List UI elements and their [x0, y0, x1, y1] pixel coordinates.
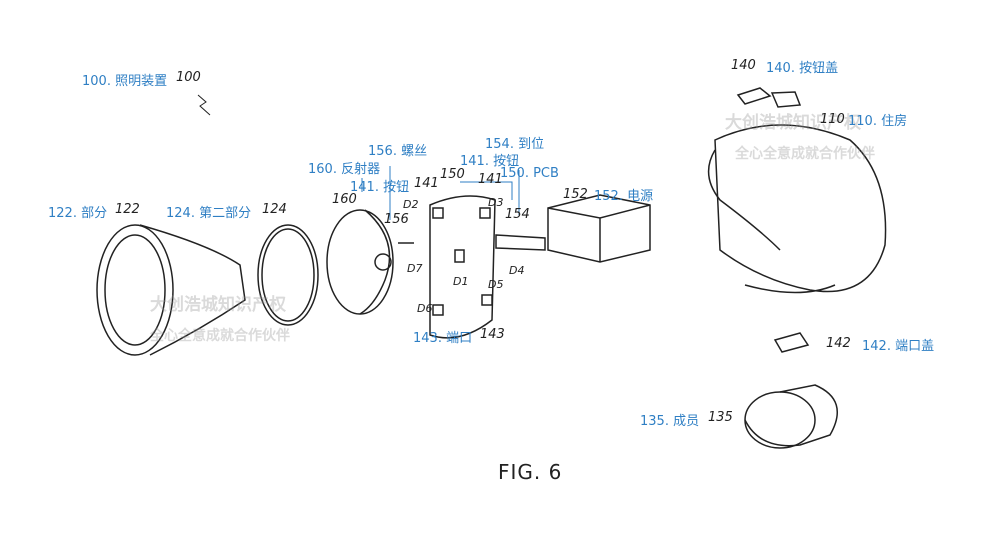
ref-140: 140	[731, 58, 756, 73]
arrow-100	[197, 94, 211, 116]
label-143: 143. 端口	[413, 331, 473, 346]
label-100: 100. 照明装置	[82, 74, 168, 89]
ref-100: 100	[176, 70, 201, 85]
ref-156: 156	[384, 212, 409, 227]
label-141-right: 141. 按钮	[460, 154, 520, 169]
housing-110	[707, 124, 887, 294]
ref-124: 124	[262, 202, 287, 217]
ref-122: 122	[115, 202, 140, 217]
ref-d4: D4	[509, 264, 525, 277]
ref-141-right: 141	[478, 172, 503, 187]
figure-caption: FIG. 6	[498, 460, 563, 484]
ref-d2: D2	[403, 198, 419, 211]
ref-141-left: 141	[414, 176, 439, 191]
ref-d5: D5	[488, 278, 504, 291]
ref-110: 110	[820, 112, 845, 127]
ref-d7: D7	[407, 262, 423, 275]
label-141-left: 141. 按钮	[350, 180, 410, 195]
label-152: 152. 电源	[594, 189, 654, 204]
label-124: 124. 第二部分	[166, 206, 252, 221]
label-156: 156. 螺丝	[368, 144, 428, 159]
label-135: 135. 成员	[640, 414, 700, 429]
ref-135: 135	[708, 410, 733, 425]
power-supply-152	[547, 194, 651, 263]
watermark-line1: 大创浩城知识产权	[150, 295, 286, 315]
label-122: 122. 部分	[48, 206, 108, 221]
watermark-line1-right: 大创浩城知识产权	[725, 113, 861, 133]
ref-150: 150	[440, 167, 465, 182]
ref-154: 154	[505, 207, 530, 222]
watermark-line2-right: 全心全意成就合作伙伴	[735, 146, 875, 162]
ref-152: 152	[563, 187, 588, 202]
watermark-line2: 全心全意成就合作伙伴	[150, 328, 290, 344]
port-cover-142	[773, 332, 810, 353]
label-110: 110. 住房	[848, 114, 908, 129]
member-135	[744, 384, 838, 449]
label-150: 150. PCB	[500, 166, 559, 181]
ref-d6: D6	[417, 302, 433, 315]
ref-143: 143	[480, 327, 505, 342]
label-140: 140. 按钮盖	[766, 61, 839, 76]
button-cover-140	[736, 87, 802, 108]
ref-d1: D1	[453, 275, 469, 288]
label-160: 160. 反射器	[308, 162, 381, 177]
ref-d3: D3	[488, 196, 504, 209]
pcb-150	[429, 195, 496, 339]
portion-122	[96, 224, 246, 356]
label-154: 154. 到位	[485, 137, 545, 152]
reflector-160	[326, 209, 394, 315]
ref-160: 160	[332, 192, 357, 207]
label-142: 142. 端口盖	[862, 339, 935, 354]
second-portion-124	[257, 224, 319, 326]
ref-142: 142	[826, 336, 851, 351]
locator-154	[495, 234, 546, 251]
